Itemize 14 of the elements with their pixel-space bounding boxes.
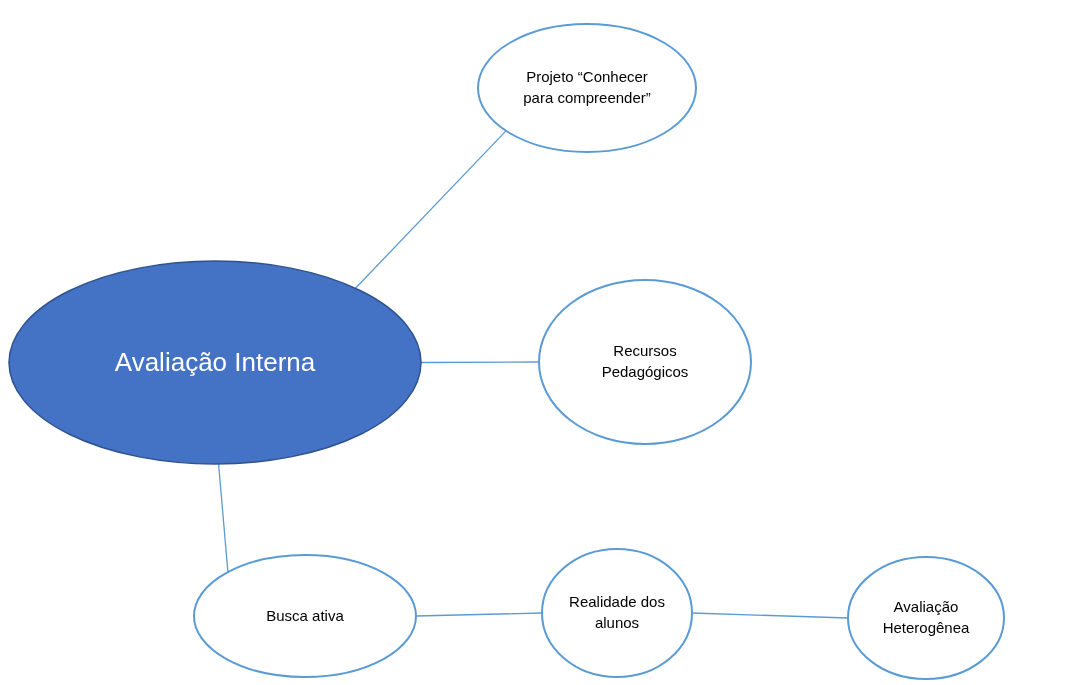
node-label: Projeto “Conhecer para compreender” [522,67,652,108]
node-label: Busca ativa [266,605,344,626]
node-label: Realidade dos alunos [568,592,666,633]
topic-ellipse [193,554,417,678]
connector-line [217,463,229,573]
main-ellipse [8,260,422,465]
node-label: Recursos Pedagógicos [600,341,690,382]
topic-ellipse [847,556,1005,680]
topic-ellipse [477,23,697,153]
node-label: Avaliação Interna [114,346,316,379]
connector-line [354,130,507,289]
topic-ellipse [541,548,693,678]
topic-ellipse [538,279,752,445]
node-label: Avaliação Heterogênea [881,597,971,638]
